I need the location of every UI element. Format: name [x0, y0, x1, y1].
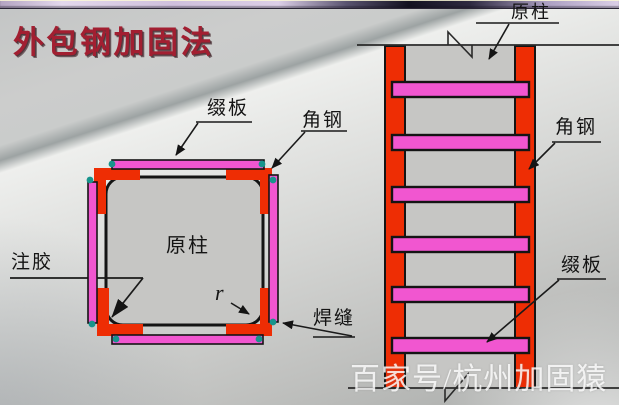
- weld-dot: [255, 335, 263, 343]
- batten-plate-left: [87, 181, 98, 324]
- label-weld: 焊缝: [313, 308, 356, 329]
- weld-dot: [269, 318, 277, 326]
- batten-plate-right: [268, 174, 279, 323]
- callout-leaders: [175, 22, 606, 343]
- glue-leader: [10, 277, 144, 318]
- label-batten-left: 缀板: [207, 98, 250, 119]
- angle-steel-bottom-right: [226, 288, 272, 336]
- elevation-column: [404, 46, 516, 388]
- label-angle-right: 角钢: [555, 117, 598, 138]
- angle-steel-bottom-left: [97, 288, 143, 336]
- batten-plate-top: [111, 159, 265, 170]
- batten-plate-2: [390, 133, 531, 152]
- slide-title: 外包钢加固法: [13, 25, 214, 60]
- label-angle-left: 角钢: [302, 110, 345, 131]
- label-column-right: 原柱: [511, 2, 551, 22]
- label-glue: 注胶: [11, 252, 54, 273]
- column-right-arrow: [488, 23, 510, 60]
- weld-dot: [108, 160, 116, 168]
- break-symbol-bottom: [444, 371, 469, 404]
- radius-arrow: [230, 302, 250, 315]
- label-column-left: 原柱: [166, 235, 210, 257]
- top-decorative-bar: [0, 0, 619, 9]
- label-radius: r: [215, 280, 224, 305]
- batten-plate-3: [390, 185, 531, 204]
- angle-left-arrow: [271, 131, 306, 169]
- angle-steel-top-right: [226, 168, 272, 214]
- label-batten-right: 缀板: [561, 255, 604, 276]
- batten-plate-bottom: [111, 334, 264, 345]
- cross-section-column: [104, 175, 265, 327]
- batten-plate-1: [390, 80, 531, 99]
- batten-left-arrow: [175, 122, 199, 156]
- elevation-view: [348, 30, 619, 404]
- weld-dot: [269, 176, 277, 184]
- weld-dot: [86, 176, 94, 184]
- weld-dot: [112, 335, 120, 343]
- cross-section-view: [10, 159, 279, 345]
- weld-dot: [88, 320, 96, 328]
- batten-plate-6: [390, 336, 531, 355]
- angle-steel-top-left: [94, 168, 140, 214]
- glue-leader-arrow: [111, 277, 144, 318]
- weld-dot: [258, 160, 266, 168]
- batten-plate-4: [390, 235, 531, 254]
- angle-right-arrow: [528, 142, 556, 170]
- break-symbol-top: [447, 30, 473, 59]
- weld-arrow: [282, 320, 353, 337]
- batten-right-arrow: [486, 279, 560, 343]
- batten-plate-5: [390, 285, 531, 304]
- watermark: 百家号/杭州加固猿: [350, 363, 608, 396]
